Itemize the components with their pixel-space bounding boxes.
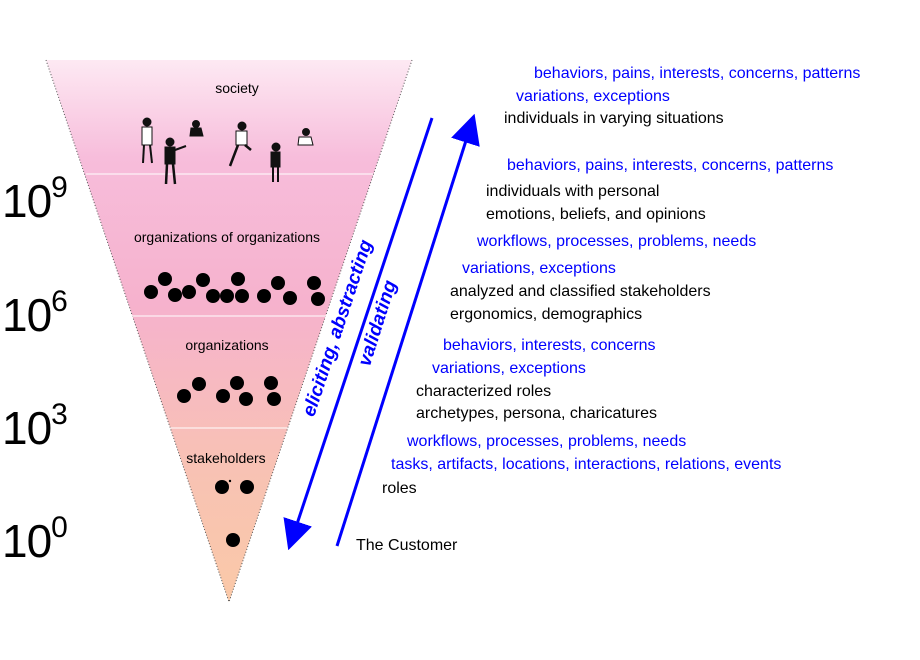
dot	[177, 389, 191, 403]
dot	[196, 273, 210, 287]
dot	[240, 480, 254, 494]
dot	[182, 285, 196, 299]
scale-label-1e9: 109	[2, 171, 68, 227]
notes-customer: workflows, processes, problems, needs ta…	[356, 433, 781, 554]
person-icon	[228, 121, 252, 167]
dot	[307, 276, 321, 290]
svg-text:109: 109	[2, 171, 67, 227]
dot-customer	[226, 533, 240, 547]
arrow-up-validating	[335, 113, 480, 547]
person-icon	[141, 117, 153, 164]
note-text: variations, exceptions	[432, 360, 586, 377]
dot	[235, 289, 249, 303]
note-text: roles	[382, 480, 417, 497]
person-icon	[270, 142, 281, 182]
dot	[267, 392, 281, 406]
dot	[264, 376, 278, 390]
scale-exponent: 0	[51, 511, 67, 544]
dot	[144, 285, 158, 299]
dot	[215, 480, 229, 494]
level-label-organizations: organizations	[185, 337, 268, 353]
note-text: behaviors, pains, interests, concerns, p…	[534, 65, 860, 82]
dot-group-orgs-of-orgs	[144, 272, 325, 306]
dot-group-stakeholders	[215, 479, 254, 494]
level-label-society: society	[215, 80, 259, 96]
dot	[192, 377, 206, 391]
dot	[230, 376, 244, 390]
person-icon	[164, 137, 187, 185]
dot-group-organizations	[177, 376, 281, 406]
note-text: individuals in varying situations	[504, 110, 724, 127]
level-label-stakeholders: stakeholders	[186, 450, 265, 466]
dot	[168, 288, 182, 302]
dot	[220, 289, 234, 303]
person-icon	[297, 128, 314, 146]
note-text: ergonomics, demographics	[450, 306, 642, 323]
note-text: individuals with personal	[486, 183, 659, 200]
dot	[311, 292, 325, 306]
notes-society: behaviors, pains, interests, concerns, p…	[504, 65, 860, 127]
scale-exponent: 3	[51, 398, 67, 431]
note-text: workflows, processes, problems, needs	[476, 233, 756, 250]
note-text: workflows, processes, problems, needs	[406, 433, 686, 450]
dot	[206, 289, 220, 303]
person-icon	[189, 120, 204, 137]
scale-base: 10	[2, 402, 51, 454]
level-label-orgs-of-orgs: organizations of organizations	[134, 229, 320, 245]
note-text: behaviors, interests, concerns	[443, 337, 656, 354]
note-text: archetypes, persona, charicatures	[416, 405, 657, 422]
dot	[257, 289, 271, 303]
scale-base: 10	[2, 289, 51, 341]
scale-label-1e3: 103	[2, 398, 68, 454]
notes-orgs-of-orgs: behaviors, pains, interests, concerns, p…	[476, 157, 833, 250]
dot	[231, 272, 245, 286]
note-text: analyzed and classified stakeholders	[450, 283, 711, 300]
scale-label-1e0: 100	[2, 511, 68, 567]
scale-exponent: 6	[51, 285, 67, 318]
funnel-triangle	[46, 60, 412, 602]
svg-text:100: 100	[2, 511, 67, 567]
scale-base: 10	[2, 515, 51, 567]
notes-organizations: variations, exceptions analyzed and clas…	[450, 260, 711, 323]
svg-text:106: 106	[2, 285, 67, 341]
note-text: characterized roles	[416, 383, 551, 400]
dot	[239, 392, 253, 406]
note-text: tasks, artifacts, locations, interaction…	[391, 456, 781, 473]
arrow-down-eliciting	[283, 117, 434, 551]
note-text: emotions, beliefs, and opinions	[486, 206, 706, 223]
dot	[158, 272, 172, 286]
arrow-label-validating: validating	[354, 278, 401, 369]
dot	[216, 389, 230, 403]
note-text: behaviors, pains, interests, concerns, p…	[507, 157, 833, 174]
scale-exponent: 9	[51, 171, 67, 204]
people-figures-icon	[141, 117, 314, 185]
svg-text:103: 103	[2, 398, 67, 454]
scale-base: 10	[2, 175, 51, 227]
scale-label-1e6: 106	[2, 285, 68, 341]
note-text: variations, exceptions	[516, 88, 670, 105]
customer-label: The Customer	[356, 537, 458, 554]
dot	[283, 291, 297, 305]
note-text: variations, exceptions	[462, 260, 616, 277]
notes-stakeholders: behaviors, interests, concerns variation…	[416, 337, 657, 422]
dot	[228, 479, 232, 483]
dot	[271, 276, 285, 290]
